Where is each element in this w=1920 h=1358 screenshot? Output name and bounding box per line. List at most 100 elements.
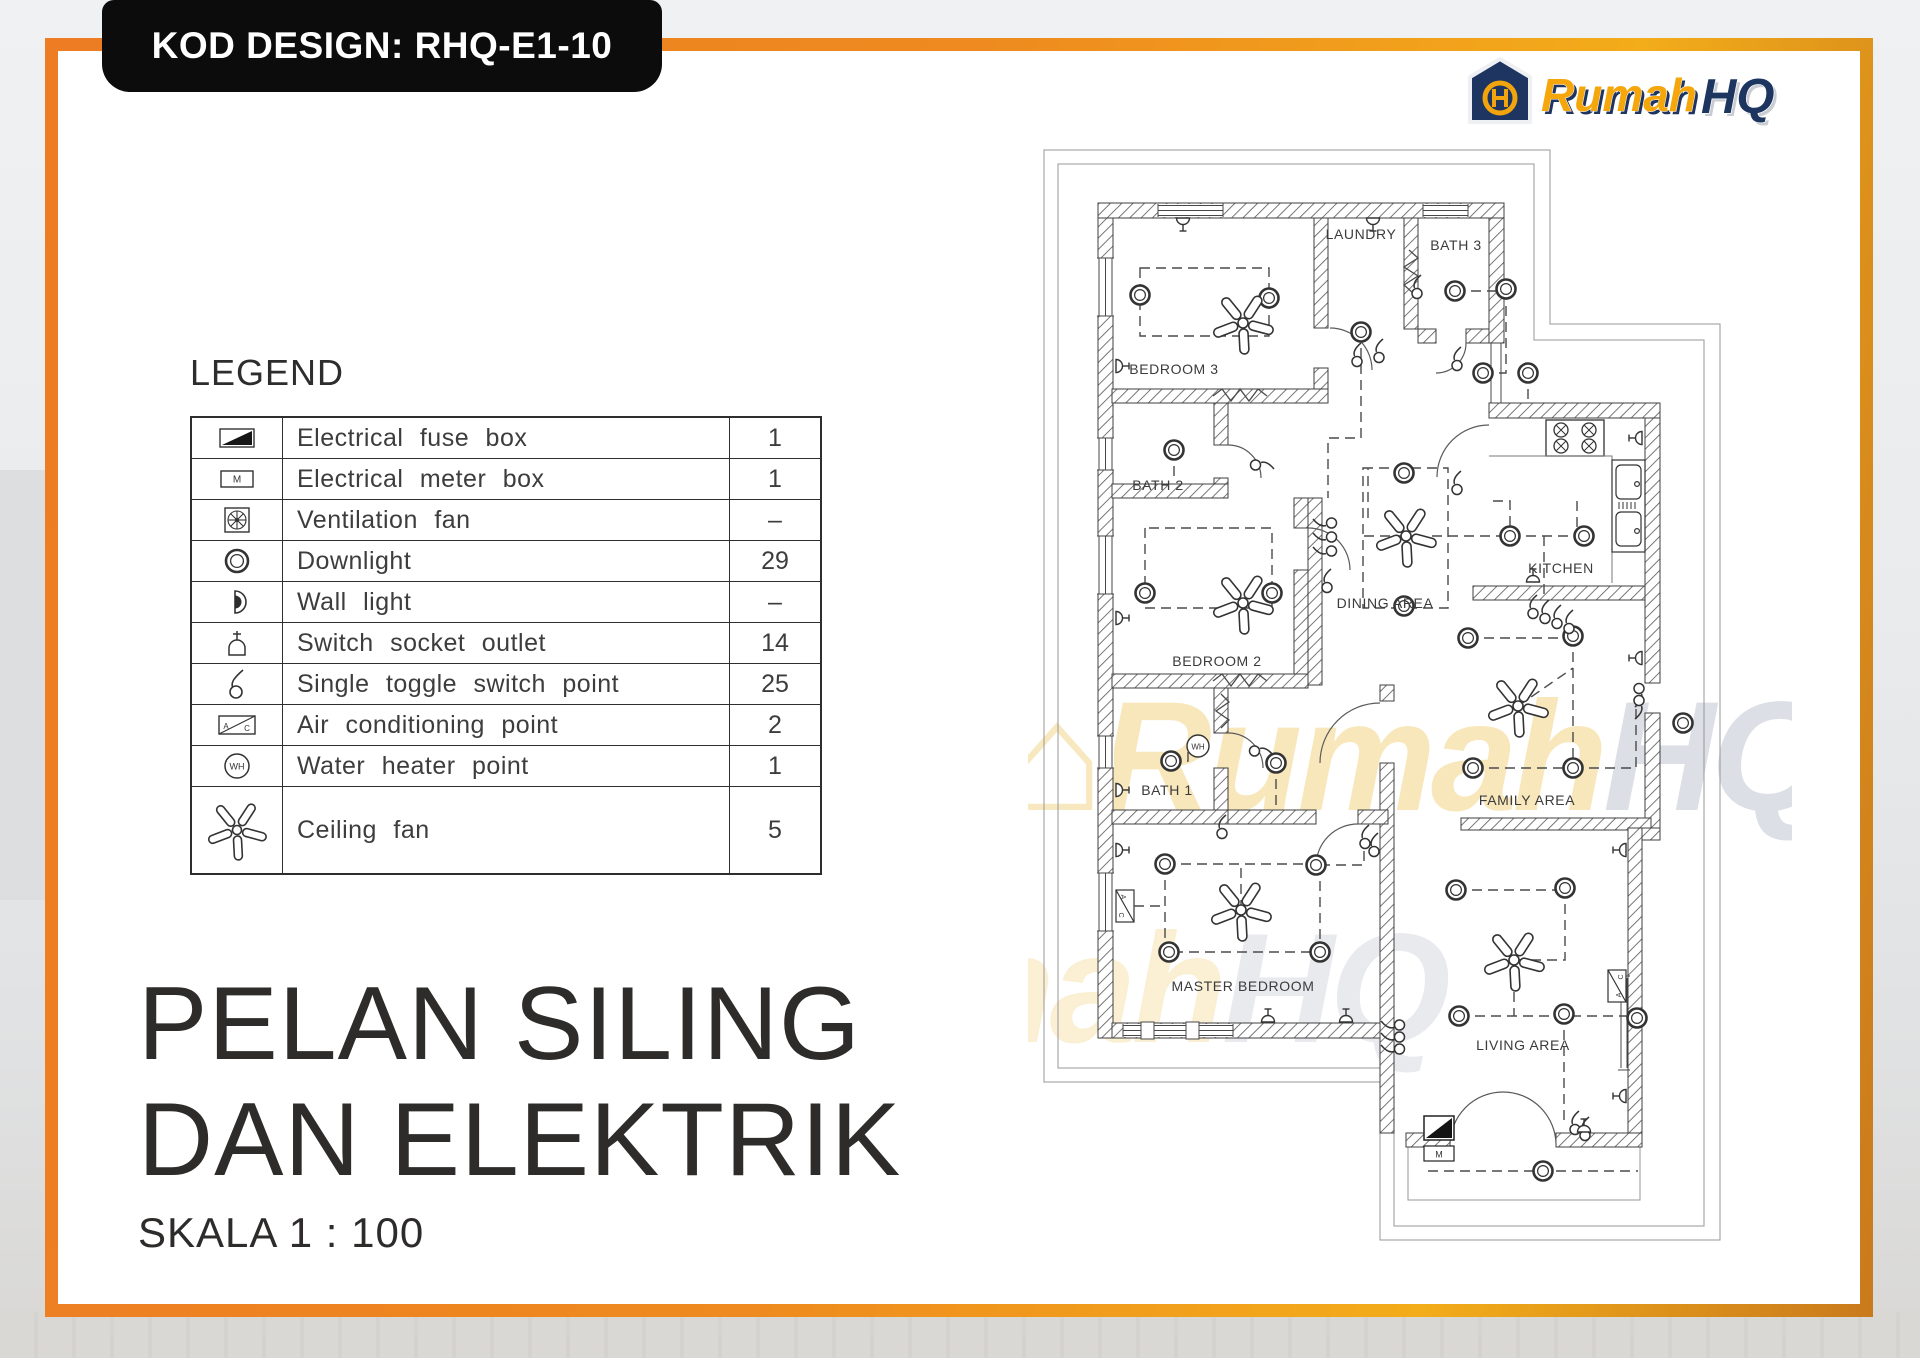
floor-plan-drawing: M WH A C A C	[1043, 149, 1721, 1241]
socket-outlet-icon	[1115, 610, 1130, 626]
downlight-icon	[1573, 525, 1595, 547]
water-heater-symbol: WH	[1186, 734, 1210, 758]
brand-secondary-shadow: HQ	[1704, 73, 1778, 127]
socket-outlet-icon	[1175, 217, 1191, 232]
rumahhq-logo: Rumah Rumah HQ HQ	[1468, 57, 1778, 127]
downlight-icon	[1350, 321, 1372, 343]
downlight-icon	[1462, 757, 1484, 779]
socket-outlet-icon	[1628, 650, 1643, 666]
toggle-switch-icon	[1321, 568, 1333, 594]
title-block: PELAN SILING DAN ELEKTRIK SKALA 1 : 100	[138, 966, 901, 1257]
toggle-switch-icon	[1359, 824, 1371, 850]
brand-primary-shadow: Rumah	[1544, 72, 1700, 124]
background-photo	[0, 470, 46, 900]
downlight-icon	[1261, 582, 1283, 604]
watermark-house-icon: ⌂	[1028, 670, 1104, 844]
legend-row-meter-box: M Electrical meter box 1	[192, 458, 820, 499]
downlight-icon	[1265, 752, 1287, 774]
meter-box-icon: M	[220, 470, 254, 488]
svg-text:A: A	[1616, 992, 1623, 997]
toggle-switch-icon	[1249, 459, 1275, 471]
svg-text:A: A	[1119, 895, 1126, 900]
svg-text:WH: WH	[230, 762, 245, 772]
toggle-switch-icon	[1451, 346, 1463, 372]
fuse-box-symbol: M	[1423, 1115, 1455, 1162]
water-heater-icon: WH	[224, 753, 250, 779]
room-label-living-area: LIVING AREA	[1476, 1037, 1570, 1053]
socket-outlet-icon	[1612, 842, 1627, 858]
wall-light-icon	[234, 590, 247, 614]
downlight-icon	[1472, 362, 1494, 384]
ceiling-fan-icon	[207, 803, 267, 861]
downlight-icon	[1553, 1003, 1575, 1025]
room-label-master-bedroom: MASTER BEDROOM	[1172, 978, 1315, 994]
svg-text:C: C	[244, 724, 250, 733]
downlight-icon	[1517, 362, 1539, 384]
room-labels: BEDROOM 3 LAUNDRY BATH 3 BATH 2 BEDROOM …	[1129, 226, 1594, 1053]
fuse-box-icon	[219, 428, 255, 448]
legend: LEGEND Electrical fuse box 1 M Electrica…	[190, 352, 840, 875]
downlight-icon	[1129, 284, 1151, 306]
title-line-2: DAN ELEKTRIK	[138, 1082, 902, 1199]
downlight-icon	[1495, 278, 1517, 300]
toggle-switch-icon	[1373, 338, 1385, 364]
svg-text:C: C	[1618, 974, 1625, 979]
brand-secondary: HQ	[1701, 70, 1775, 124]
socket-outlet-icon	[1115, 358, 1130, 374]
brand-primary: Rumah	[1541, 69, 1697, 121]
ceiling-fan-icon	[1486, 676, 1550, 738]
socket-outlet-icon	[1260, 1008, 1276, 1023]
legend-row-ventilation-fan: Ventilation fan –	[192, 499, 820, 540]
downlight-icon	[1532, 1160, 1554, 1182]
scale-text: SKALA 1 : 100	[138, 1208, 425, 1256]
kitchen-sink	[1611, 459, 1646, 553]
downlight-icon	[1445, 879, 1467, 901]
downlight-icon	[1158, 941, 1180, 963]
downlight-icon	[1672, 712, 1694, 734]
toggle-switch-icon	[1451, 470, 1463, 496]
socket-outlet-icon	[1576, 1118, 1592, 1133]
room-label-bedroom-3: BEDROOM 3	[1129, 361, 1218, 377]
ceiling-fan-icon	[1482, 930, 1546, 992]
socket-outlet-icon	[1115, 782, 1130, 798]
svg-text:A: A	[223, 722, 229, 731]
downlight-icon	[1626, 1007, 1648, 1029]
walls	[1097, 202, 1661, 1148]
room-label-bedroom-2: BEDROOM 2	[1172, 653, 1261, 669]
room-label-bath-1: BATH 1	[1141, 782, 1193, 798]
room-label-bath-3: BATH 3	[1430, 237, 1482, 253]
downlight-icon	[1444, 280, 1466, 302]
socket-outlet-icon	[1628, 430, 1643, 446]
legend-row-downlight: Downlight 29	[192, 540, 820, 581]
house-icon	[1468, 57, 1532, 124]
appliance-marks	[1212, 249, 1420, 729]
downlight-icon	[224, 548, 250, 574]
downlight-icon	[1163, 439, 1185, 461]
background-pavement	[0, 1312, 1920, 1358]
design-code-badge: KOD DESIGN: RHQ-E1-10	[102, 0, 662, 92]
svg-text:M: M	[1435, 1150, 1443, 1160]
room-label-kitchen: KITCHEN	[1528, 560, 1594, 576]
socket-outlet-icon	[1612, 1088, 1627, 1104]
legend-row-toggle-switch: Single toggle switch point 25	[192, 663, 820, 704]
toggle-switch-icon	[1563, 609, 1575, 635]
downlight-icon	[1134, 582, 1156, 604]
room-label-family-area: FAMILY AREA	[1479, 792, 1575, 808]
design-code-text: KOD DESIGN: RHQ-E1-10	[151, 25, 613, 66]
legend-row-ceiling-fan: Ceiling fan 5	[192, 786, 820, 873]
room-label-dining-area: DINING AREA	[1337, 595, 1434, 611]
toggle-switch-icon	[1368, 832, 1380, 858]
svg-text:WH: WH	[1191, 743, 1205, 752]
downlight-icon	[1448, 1005, 1470, 1027]
downlight-icon	[1305, 854, 1327, 876]
downlight-icon	[1554, 877, 1576, 899]
legend-heading: LEGEND	[190, 352, 345, 393]
room-label-laundry: LAUNDRY	[1326, 226, 1397, 242]
ac-point-2: A C	[1607, 969, 1627, 1003]
legend-row-fuse-box: Electrical fuse box 1	[192, 418, 820, 458]
ceiling-fan-icon	[1374, 506, 1438, 568]
legend-row-wall-light: Wall light –	[192, 581, 820, 622]
